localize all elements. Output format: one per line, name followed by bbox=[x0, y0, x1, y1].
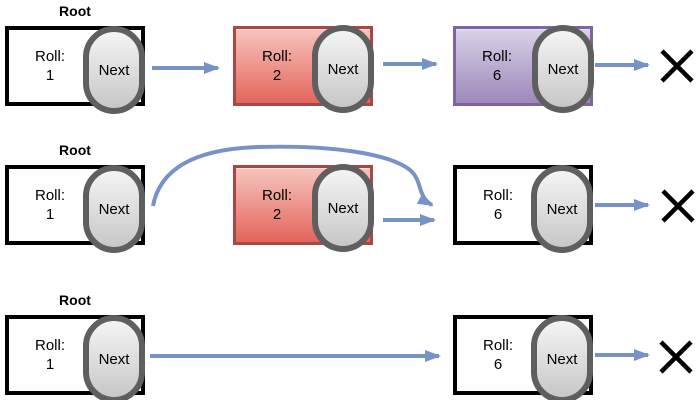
field-value: 2 bbox=[272, 206, 282, 223]
next-label: Next bbox=[546, 200, 578, 218]
node-data-field: Roll: 6 bbox=[459, 186, 537, 224]
node-data-field: Roll: 1 bbox=[11, 336, 89, 374]
field-label: Roll: bbox=[481, 48, 512, 65]
list-node-roll-1: Roll: 1 Next bbox=[5, 26, 145, 114]
list-node-roll-2-marked: Roll: 2 Next bbox=[233, 25, 374, 113]
node-data-field: Roll: 6 bbox=[458, 47, 536, 85]
field-label: Roll: bbox=[34, 337, 65, 354]
list-node-roll-6-highlighted: Roll: 6 Next bbox=[453, 25, 594, 113]
field-label: Roll: bbox=[34, 187, 65, 204]
next-label: Next bbox=[547, 60, 579, 78]
next-pointer: Next bbox=[83, 26, 145, 114]
field-value: 1 bbox=[45, 67, 55, 84]
node-data-field: Roll: 2 bbox=[238, 47, 316, 85]
next-pointer: Next bbox=[83, 315, 145, 400]
field-value: 6 bbox=[493, 206, 503, 223]
node-data-field: Roll: 1 bbox=[11, 186, 89, 224]
next-pointer: Next bbox=[83, 165, 145, 253]
field-value: 6 bbox=[492, 67, 502, 84]
next-pointer: Next bbox=[532, 25, 594, 113]
list-node-roll-1: Roll: 1 Next bbox=[5, 165, 145, 253]
root-pointer-label: Root bbox=[59, 292, 91, 308]
field-label: Roll: bbox=[261, 187, 292, 204]
null-x-icon bbox=[659, 340, 693, 374]
field-value: 1 bbox=[45, 206, 55, 223]
next-label: Next bbox=[327, 199, 359, 217]
next-label: Next bbox=[327, 60, 359, 78]
list-node-roll-1: Roll: 1 Next bbox=[5, 315, 145, 400]
next-label: Next bbox=[98, 200, 130, 218]
node-data-field: Roll: 2 bbox=[238, 186, 316, 224]
root-pointer-label: Root bbox=[59, 3, 91, 19]
next-label: Next bbox=[98, 350, 130, 368]
field-label: Roll: bbox=[482, 187, 513, 204]
node-data-field: Roll: 1 bbox=[11, 47, 89, 85]
next-label: Next bbox=[98, 61, 130, 79]
field-value: 2 bbox=[272, 67, 282, 84]
next-pointer: Next bbox=[531, 315, 593, 400]
list-node-roll-6: Roll: 6 Next bbox=[453, 165, 593, 253]
list-node-roll-6: Roll: 6 Next bbox=[453, 315, 593, 400]
field-label: Roll: bbox=[34, 48, 65, 65]
field-label: Roll: bbox=[482, 337, 513, 354]
root-pointer-label: Root bbox=[59, 142, 91, 158]
field-label: Roll: bbox=[261, 48, 292, 65]
null-x-icon bbox=[661, 189, 695, 223]
field-value: 6 bbox=[493, 356, 503, 373]
null-x-icon bbox=[660, 49, 694, 83]
field-value: 1 bbox=[45, 356, 55, 373]
list-node-roll-2-marked: Roll: 2 Next bbox=[233, 164, 374, 252]
next-pointer: Next bbox=[531, 165, 593, 253]
next-pointer: Next bbox=[312, 164, 374, 252]
next-pointer: Next bbox=[312, 25, 374, 113]
node-data-field: Roll: 6 bbox=[459, 336, 537, 374]
next-label: Next bbox=[546, 350, 578, 368]
